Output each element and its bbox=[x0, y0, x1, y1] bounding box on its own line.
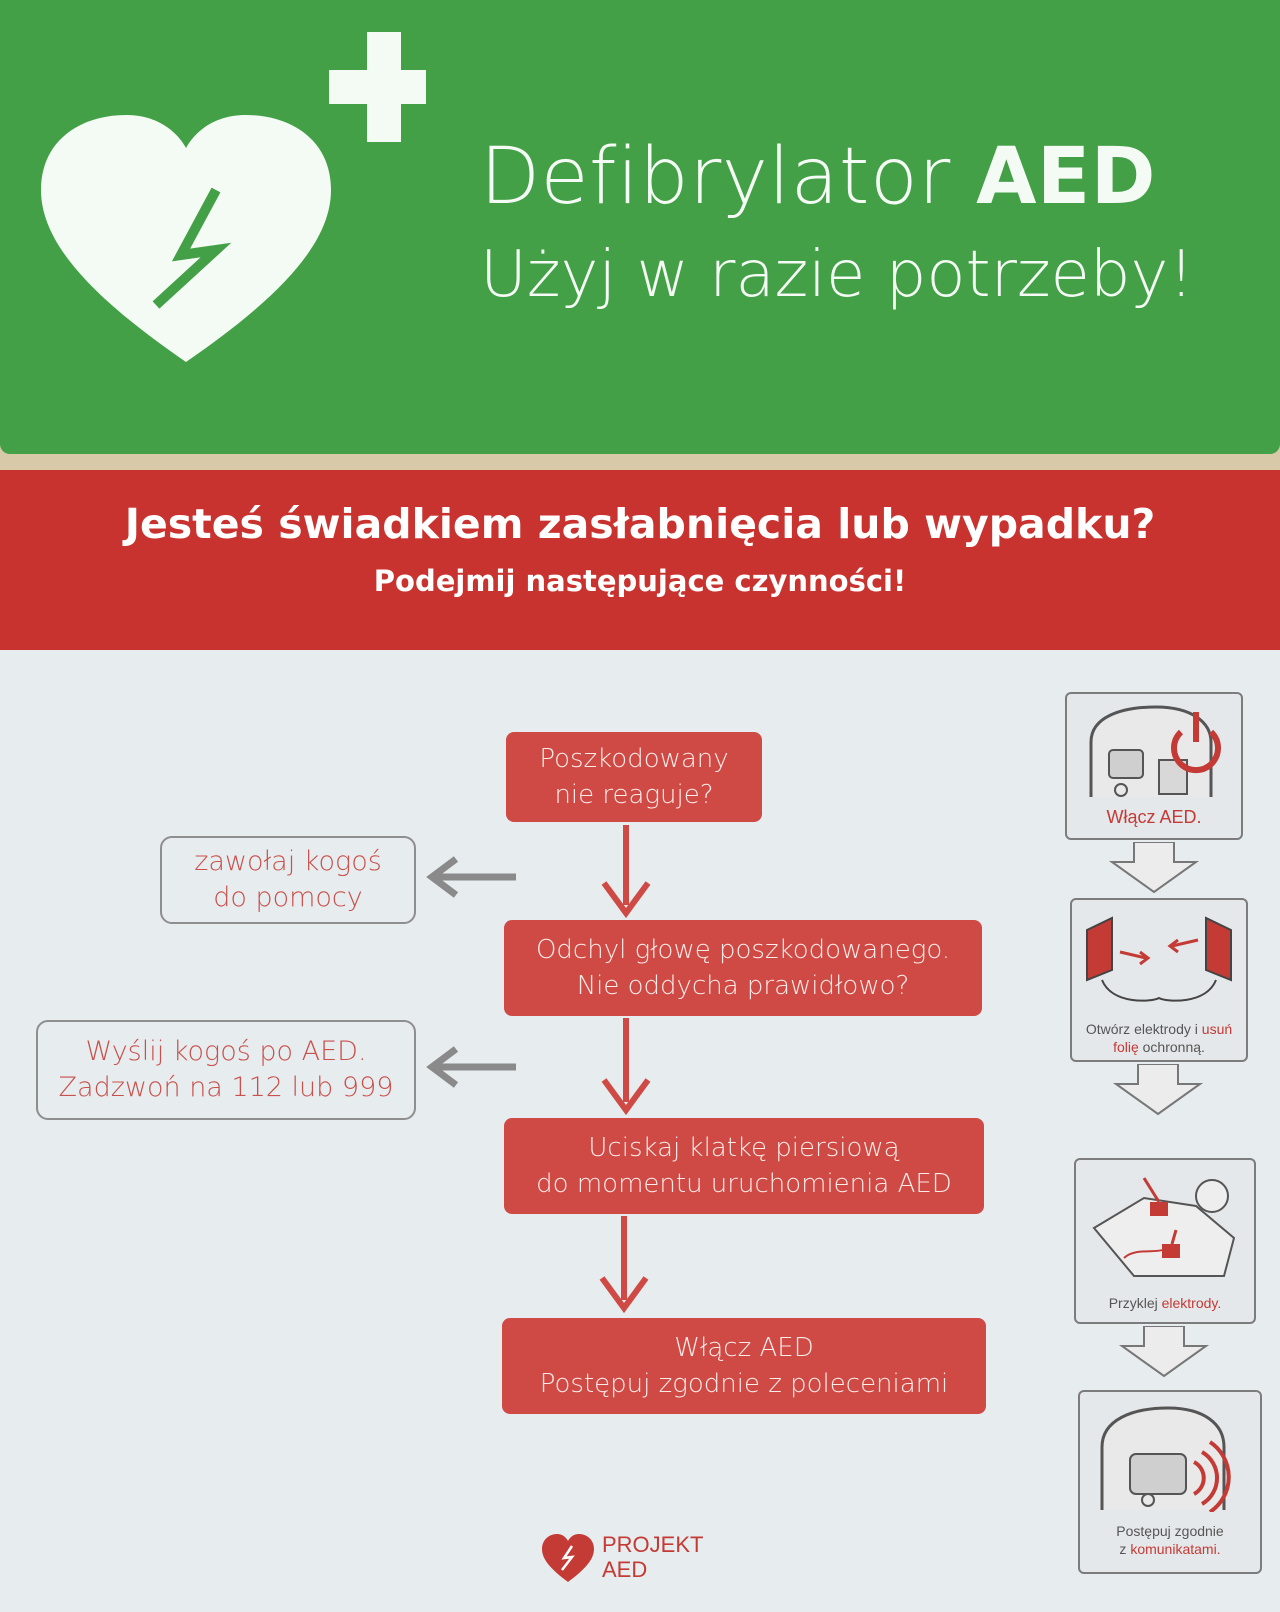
aed-subtitle: Użyj w razie potrzeby! bbox=[480, 238, 1195, 312]
arrow-down-icon bbox=[601, 825, 651, 919]
arrow-down-icon bbox=[1118, 1326, 1210, 1378]
panel-open-electrodes: Otwórz elektrody i usuń folię ochronną. bbox=[1070, 898, 1248, 1062]
panel-turn-on-aed: Włącz AED. bbox=[1065, 692, 1243, 840]
projekt-aed-brand: PROJEKT AED bbox=[540, 1530, 740, 1590]
step-chest-compressions: Uciskaj klatkę piersiową do momentu uruc… bbox=[504, 1118, 984, 1214]
note-call-for-help: zawołaj kogoś do pomocy bbox=[160, 836, 416, 924]
panel-attach-electrodes: Przyklej elektrody. bbox=[1074, 1158, 1256, 1324]
patient-electrodes-icon bbox=[1092, 1177, 1236, 1277]
lightning-bolt-icon bbox=[152, 187, 232, 309]
arrow-down-icon bbox=[601, 1018, 651, 1116]
arrow-down-icon bbox=[1112, 1064, 1204, 1116]
arrow-left-icon bbox=[426, 1046, 516, 1088]
step-unresponsive: Poszkodowany nie reaguje? bbox=[506, 732, 762, 822]
arrow-down-icon bbox=[599, 1216, 649, 1314]
aed-title: Defibrylator AED bbox=[480, 132, 1156, 222]
aed-heart-logo-icon bbox=[41, 32, 426, 362]
power-icon bbox=[1171, 712, 1221, 774]
electrode-pads-icon bbox=[1086, 916, 1232, 1002]
green-aed-sign: Defibrylator AED Użyj w razie potrzeby! bbox=[0, 0, 1280, 454]
panel-follow-prompts: Postępuj zgodnie z komunikatami. bbox=[1078, 1390, 1262, 1574]
note-send-for-aed: Wyślij kogoś po AED. Zadzwoń na 112 lub … bbox=[36, 1020, 416, 1120]
heart-logo-icon bbox=[542, 1534, 594, 1582]
poster-subheadline: Podejmij następujące czynności! bbox=[373, 564, 907, 598]
step-turn-on-aed: Włącz AED Postępuj zgodnie z poleceniami bbox=[502, 1318, 986, 1414]
arrow-down-icon bbox=[1108, 842, 1200, 894]
poster-headline: Jesteś świadkiem zasłabnięcia lub wypadk… bbox=[124, 500, 1156, 548]
arrow-left-icon bbox=[426, 856, 516, 898]
aed-device-icon bbox=[1089, 705, 1221, 797]
instruction-poster: Jesteś świadkiem zasłabnięcia lub wypadk… bbox=[0, 470, 1280, 1612]
step-tilt-head: Odchyl głowę poszkodowanego. Nie oddycha… bbox=[504, 920, 982, 1016]
red-header-band: Jesteś świadkiem zasłabnięcia lub wypadk… bbox=[0, 470, 1280, 650]
aed-speaker-icon bbox=[1100, 1406, 1231, 1512]
